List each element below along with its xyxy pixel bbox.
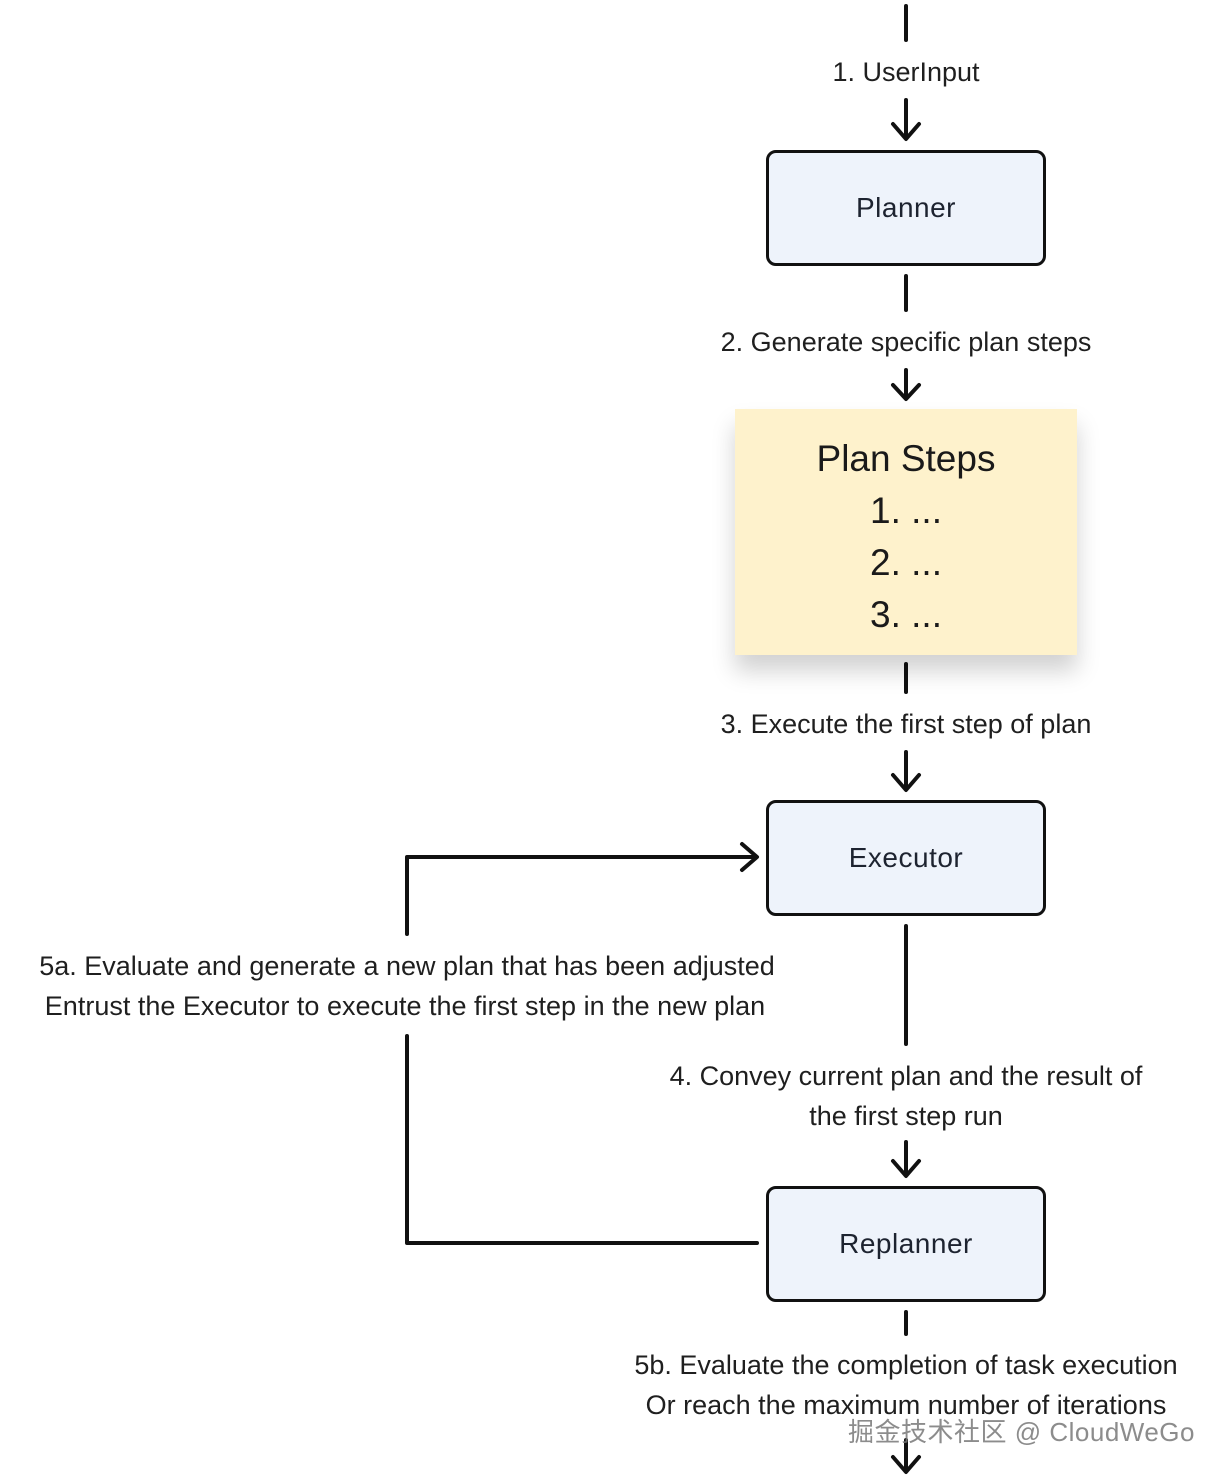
arrowhead-exit [891, 1455, 921, 1474]
plan-step-item: 2. ... [870, 542, 942, 583]
plan-step-item: 1. ... [870, 490, 942, 531]
plan-steps-note: Plan Steps 1. ... 2. ... 3. ... [735, 409, 1077, 655]
edge-label-convey-line2: the first step run [706, 1096, 1106, 1136]
edge-label-convey-line1: 4. Convey current plan and the result of [606, 1056, 1206, 1096]
watermark-text: 掘金技术社区 @ CloudWeGo [848, 1417, 1195, 1447]
edge-label-finish-line2: Or reach the maximum number of iteration… [645, 1390, 1167, 1420]
plan-steps-title: Plan Steps [816, 438, 996, 479]
replanner-label: Replanner [839, 1228, 973, 1259]
edge-loop-lower [405, 1034, 759, 1245]
arrowhead-loop-into-executor [740, 842, 759, 872]
replanner-node: Replanner [766, 1186, 1046, 1302]
plan-step-item: 3. ... [870, 594, 942, 635]
edge-label-finish-line1: 5b. Evaluate the completion of task exec… [604, 1345, 1208, 1385]
edge-label-user-input: 1. UserInput [756, 52, 1056, 92]
arrowhead-into-replanner [891, 1159, 921, 1178]
arrowhead-into-planner [891, 122, 921, 141]
planner-node: Planner [766, 150, 1046, 266]
edge-label-generate-steps: 2. Generate specific plan steps [656, 322, 1156, 362]
executor-node: Executor [766, 800, 1046, 916]
executor-label: Executor [848, 842, 964, 873]
arrowhead-into-executor [891, 773, 921, 792]
edge-label-execute-first: 3. Execute the first step of plan [656, 704, 1156, 744]
edge-loop-upper [405, 855, 758, 936]
edge-label-loop-line2: Entrust the Executor to execute the firs… [0, 986, 810, 1026]
planner-label: Planner [855, 192, 956, 223]
arrowhead-into-plan-steps [891, 383, 921, 401]
edge-label-loop-line1: 5a. Evaluate and generate a new plan tha… [0, 946, 814, 986]
